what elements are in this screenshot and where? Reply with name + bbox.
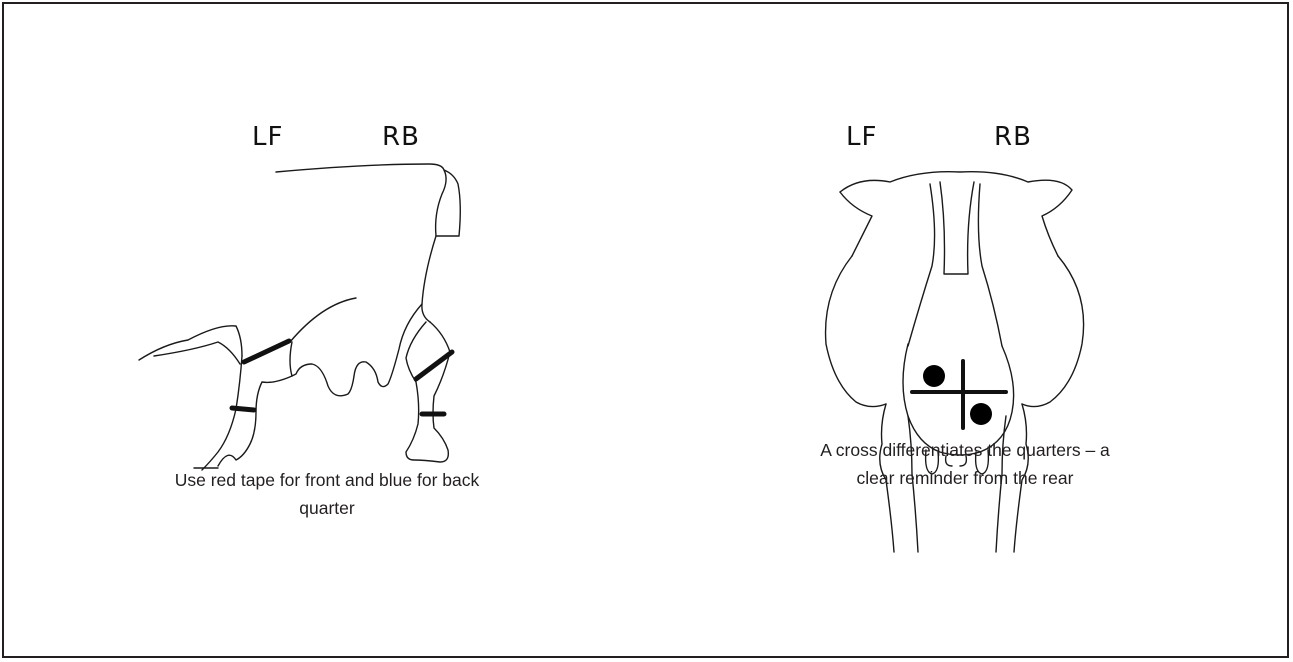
front-quarter-dot	[923, 365, 945, 387]
rear-quarter-dot	[970, 403, 992, 425]
cow-belly-line	[292, 304, 422, 396]
cow-tail-rear	[940, 182, 974, 274]
cow-body-outline	[826, 256, 886, 407]
cow-flank-line	[290, 298, 356, 342]
rear-view-caption: A cross differentiates the quarters – a …	[740, 436, 1190, 492]
rear-view-panel: LF RB	[650, 4, 1291, 656]
shoulder-outline	[139, 326, 242, 360]
cow-back-line	[276, 164, 444, 172]
front-leg-outline	[218, 342, 292, 466]
front-upper-tape	[244, 341, 289, 362]
rear-caption-line-1: A cross differentiates the quarters – a	[740, 436, 1190, 464]
rear-leg-outline	[406, 322, 450, 462]
cow-rear-outline	[422, 236, 436, 322]
rear-caption-line-2: clear reminder from the rear	[740, 464, 1190, 492]
side-view-panel: LF RB	[4, 4, 650, 656]
side-caption-line-2: quarter	[107, 494, 547, 522]
cow-hips	[840, 172, 1072, 256]
side-view-caption: Use red tape for front and blue for back…	[107, 466, 547, 522]
cow-tail	[436, 170, 461, 236]
front-lower-tape	[232, 408, 254, 410]
side-caption-line-1: Use red tape for front and blue for back	[107, 466, 547, 494]
